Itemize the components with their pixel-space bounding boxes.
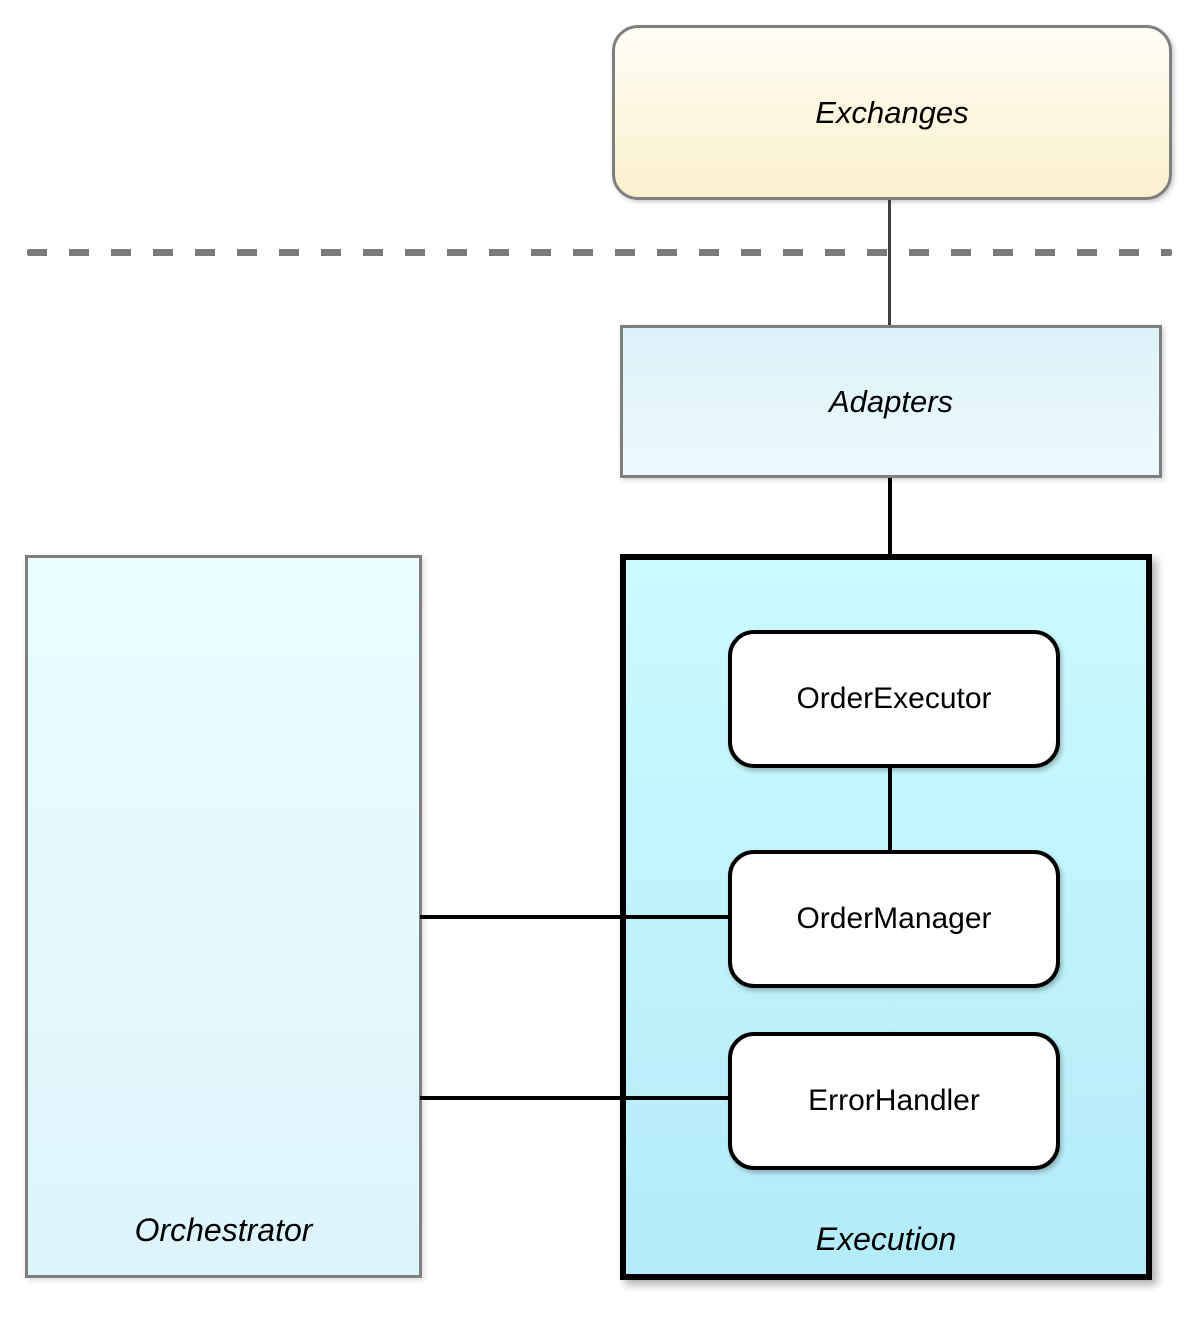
connector-orchestrator-errorhandler — [420, 1096, 732, 1100]
order-executor-label: OrderExecutor — [796, 682, 992, 715]
adapters-label: Adapters — [828, 383, 954, 419]
connector-exchanges-adapters — [888, 200, 891, 325]
exchanges-node: Exchanges — [612, 25, 1172, 200]
connector-orderexecutor-ordermanager — [888, 766, 892, 854]
order-manager-label: OrderManager — [796, 902, 992, 935]
orchestrator-container: Orchestrator — [25, 555, 422, 1278]
order-executor-node: OrderExecutor — [728, 630, 1060, 768]
order-manager-node: OrderManager — [728, 850, 1060, 988]
exchanges-label: Exchanges — [815, 94, 969, 130]
connector-orchestrator-ordermanager — [420, 915, 732, 919]
execution-label: Execution — [815, 1221, 957, 1257]
adapters-node: Adapters — [620, 325, 1162, 478]
dashed-boundary-line — [27, 249, 1172, 256]
error-handler-node: ErrorHandler — [728, 1032, 1060, 1170]
error-handler-label: ErrorHandler — [808, 1084, 980, 1117]
orchestrator-label: Orchestrator — [134, 1212, 313, 1248]
